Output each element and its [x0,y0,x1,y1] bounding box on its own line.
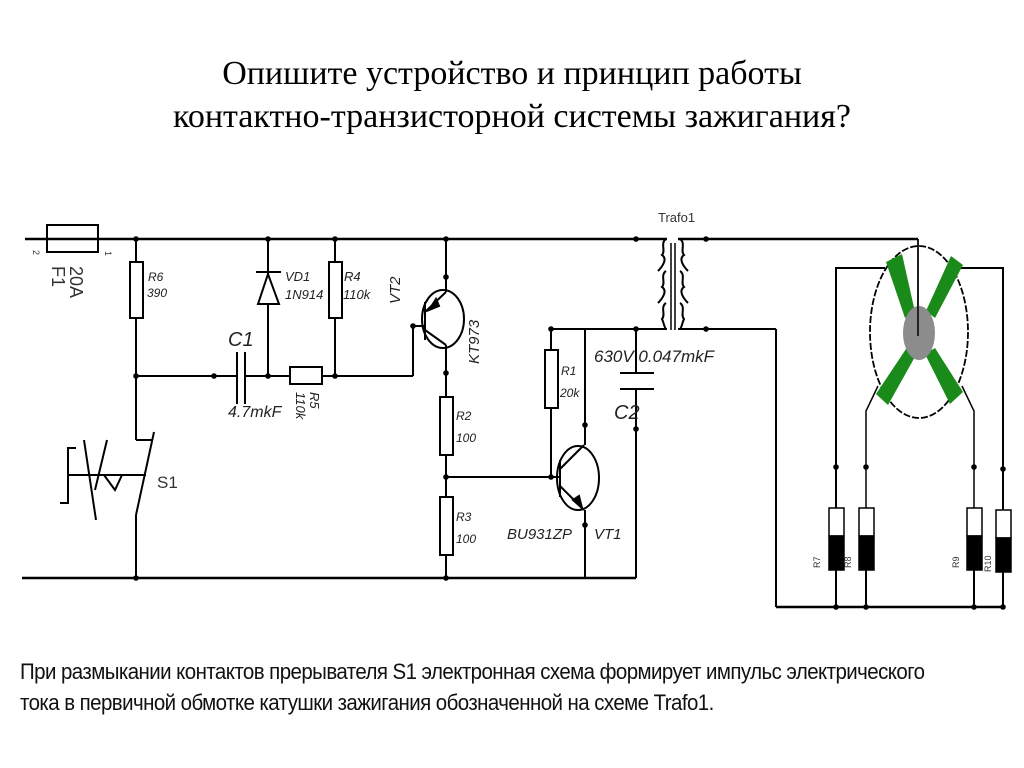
slide-title-line-1: Опишите устройство и принцип работы [222,55,802,92]
breaker-switch-s1 [60,431,155,521]
junction-dots [133,236,1006,610]
wire-r8 [865,385,879,508]
vt1-value: BU931ZP [507,526,572,543]
rotor-blade-top-right [926,256,963,318]
slide-title: Опишите устройство и принцип работы конт… [0,52,1024,138]
slide-caption: При размыкании контактов прерывателя S1 … [20,656,941,718]
r4-label: R4 [344,269,361,284]
fuse-label: F1 [48,266,68,287]
ignition-coil-trafo1 [657,238,689,330]
vt2-value: KT973 [466,319,483,364]
c1-value: 4.7mkF [228,404,283,421]
vt2-label: VT2 [387,276,404,304]
r5-label: R5 [307,392,322,409]
r3-value: 100 [456,532,476,546]
trafo-label: Trafo1 [658,210,695,225]
slide-title-line-2: контактно-транзисторной системы зажигани… [173,98,851,135]
distributor-rotor [869,239,969,419]
r7-label: R7 [812,556,822,568]
r2-label: R2 [456,409,472,423]
resistor-r3 [439,496,454,556]
resistor-r6 [129,261,144,319]
fuse-value: 20A [66,266,86,298]
transistor-vt1 [556,444,600,511]
rotor-blade-top-left [886,254,915,318]
r4-value: 110k [343,287,372,302]
r8-label: R8 [843,556,853,568]
rotor-blade-bottom-left [876,349,916,405]
wire-r10 [958,267,1004,510]
caption-line-2: тока в первичной обмотке катушки зажиган… [20,690,714,715]
r5-value: 110k [293,392,308,421]
vt1-label: VT1 [594,526,622,543]
s1-label: S1 [157,473,178,492]
resistor-r7 [828,507,845,571]
vd1-label: VD1 [285,269,310,284]
resistor-r4 [328,261,343,319]
r9-label: R9 [951,556,961,568]
wire-r9 [961,385,975,508]
fuse-f1 [46,224,99,253]
diode-vd1 [256,270,281,305]
capacitor-c1 [236,352,246,404]
c2-value: 630V 0.047mkF [594,347,716,366]
r6-value: 390 [147,286,167,300]
r3-label: R3 [456,510,472,524]
resistor-r5 [289,366,323,385]
transistor-vt2 [421,289,465,349]
wire-r7 [835,267,885,508]
r1-label: R1 [561,364,576,378]
resistor-r2 [439,396,454,456]
resistor-r10 [995,509,1012,573]
rotor-blade-bottom-right [925,348,963,404]
capacitor-c2 [620,372,654,390]
resistor-r1 [544,349,559,409]
c1-label: C1 [228,329,254,351]
resistor-r9 [966,507,983,571]
r1-value: 20k [559,386,580,400]
vd1-value: 1N914 [285,287,323,302]
rotor-hub [903,306,935,360]
fuse-pin-1: 1 [103,251,113,256]
r10-label: R10 [983,555,993,572]
r2-value: 100 [456,431,476,445]
resistor-r8 [858,507,875,571]
c2-label: C2 [614,402,640,424]
caption-line-1: При размыкании контактов прерывателя S1 … [20,659,925,684]
r6-label: R6 [148,270,164,284]
fuse-pin-2: 2 [31,250,41,255]
